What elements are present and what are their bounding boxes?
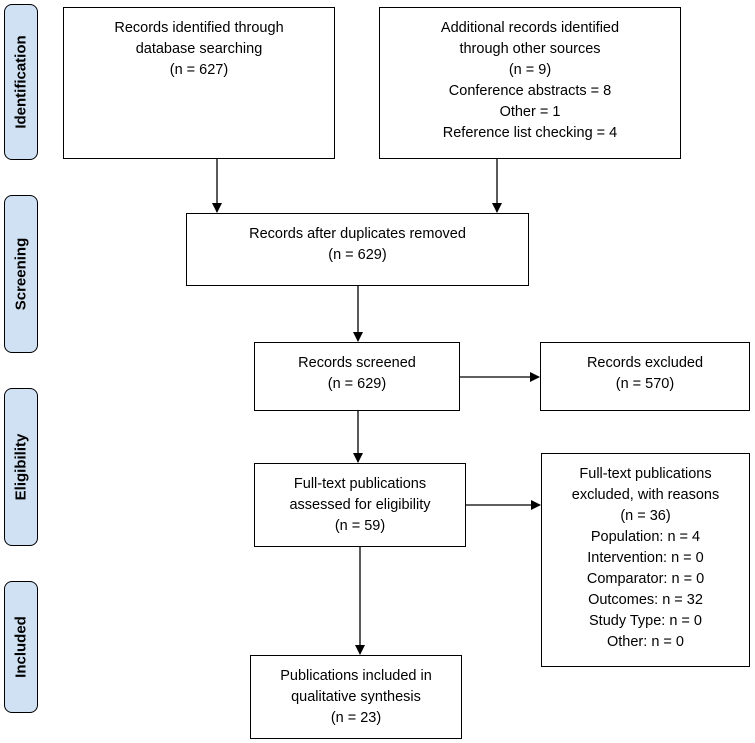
- stage-label-identification: Identification: [12, 35, 30, 129]
- box-after-duplicates: Records after duplicates removed (n = 62…: [186, 213, 529, 286]
- stage-tab-screening: Screening: [4, 195, 38, 353]
- other-sources-line-4: Conference abstracts = 8: [448, 83, 612, 99]
- other-sources-line-2: through other sources: [459, 41, 601, 57]
- box-records-excluded: Records excluded (n = 570): [540, 342, 750, 411]
- stage-tab-included: Included: [4, 581, 38, 713]
- other-sources-line-6: Reference list checking = 4: [442, 125, 618, 141]
- fulltext-excluded-line-3: (n = 36): [620, 508, 671, 524]
- stage-label-screening: Screening: [12, 237, 30, 311]
- fulltext-excluded-line-2: excluded, with reasons: [571, 487, 720, 503]
- box-records-screened: Records screened (n = 629): [254, 342, 460, 411]
- fulltext-excluded-line-5: Intervention: n = 0: [587, 550, 704, 566]
- stage-tab-identification: Identification: [4, 4, 38, 160]
- excluded-line-1: Records excluded: [586, 355, 704, 371]
- fulltext-excluded-line-8: Study Type: n = 0: [589, 613, 702, 629]
- other-sources-line-5: Other = 1: [499, 104, 561, 120]
- box-fulltext-excluded: Full-text publications excluded, with re…: [541, 453, 750, 667]
- fulltext-excluded-line-4: Population: n = 4: [590, 529, 701, 545]
- included-line-2: qualitative synthesis: [291, 689, 421, 705]
- included-line-3: (n = 23): [330, 710, 382, 726]
- fulltext-assessed-line-2: assessed for eligibility: [289, 497, 431, 513]
- excluded-line-2: (n = 570): [615, 376, 675, 392]
- stage-label-included: Included: [12, 616, 30, 678]
- db-search-line-2: database searching: [135, 41, 263, 57]
- db-search-line-1: Records identified through: [114, 20, 284, 36]
- box-other-sources: Additional records identified through ot…: [379, 7, 681, 159]
- stage-tab-eligibility: Eligibility: [4, 388, 38, 546]
- after-duplicates-line-2: (n = 629): [328, 247, 387, 263]
- fulltext-assessed-line-1: Full-text publications: [293, 476, 427, 492]
- fulltext-excluded-line-7: Outcomes: n = 32: [588, 592, 703, 608]
- screened-line-2: (n = 629): [327, 376, 387, 392]
- included-line-1: Publications included in: [280, 668, 432, 684]
- box-fulltext-assessed: Full-text publications assessed for elig…: [254, 463, 466, 547]
- screened-line-1: Records screened: [298, 355, 416, 371]
- stage-label-eligibility: Eligibility: [12, 433, 30, 501]
- box-database-searching: Records identified through database sear…: [63, 7, 335, 159]
- db-search-line-3: (n = 627): [169, 62, 229, 78]
- fulltext-excluded-line-6: Comparator: n = 0: [586, 571, 705, 587]
- fulltext-excluded-line-9: Other: n = 0: [607, 634, 684, 650]
- fulltext-assessed-line-3: (n = 59): [334, 518, 386, 534]
- box-included-synthesis: Publications included in qualitative syn…: [250, 655, 462, 739]
- fulltext-excluded-line-1: Full-text publications: [579, 466, 712, 482]
- other-sources-line-1: Additional records identified: [440, 20, 620, 36]
- after-duplicates-line-1: Records after duplicates removed: [249, 226, 466, 242]
- other-sources-line-3: (n = 9): [508, 62, 552, 78]
